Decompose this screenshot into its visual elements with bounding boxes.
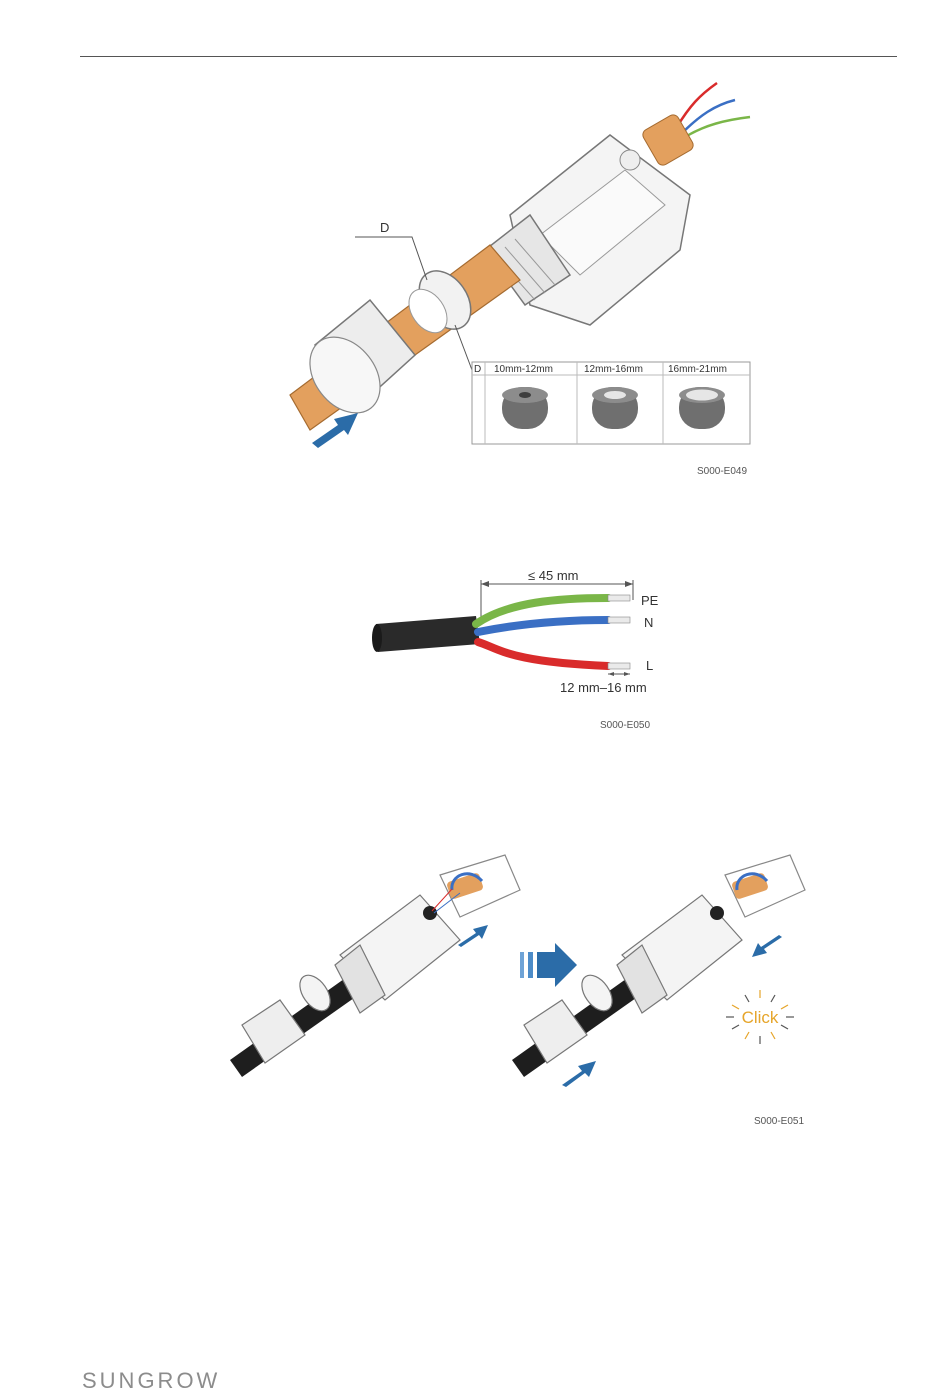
insert-arrow-left-icon [458,925,488,947]
next-step-arrow-icon [520,943,577,987]
figure-connector-assembly: Click [220,845,820,1095]
callout-d-label: D [380,220,389,235]
pe-conductor [608,595,630,601]
l-wire [478,642,608,666]
push-arrow-right-icon [752,935,782,957]
assembly-before [230,855,520,1077]
header-rule [80,56,897,57]
figure-cable-seal-selection: D D 10mm-12mm 12mm-16mm 16mm-21mm [280,75,760,485]
cable-end-top [641,113,696,168]
table-header-d: D [474,364,481,375]
click-burst-icon: Click [726,990,794,1044]
n-wire [478,620,608,632]
l-conductor [608,663,630,669]
seal-size-table: D 10mm-12mm 12mm-16mm 16mm-21mm [472,362,750,444]
figure1-id: S000-E049 [697,466,747,477]
figure2-id: S000-E050 [600,720,650,731]
figure3-illustration: Click [220,845,820,1095]
seal-10-12mm [502,387,548,429]
n-label: N [644,615,653,630]
figure1-illustration: D D 10mm-12mm 12mm-16mm 16mm-21mm [280,75,760,485]
pe-label: PE [641,593,659,608]
figure-wire-stripping: ≤ 45 mm PE N L 12 mm–16 mm [368,562,668,702]
strip-length-label: ≤ 45 mm [528,568,578,583]
seal-16-21mm [679,387,725,429]
l-label: L [646,658,653,673]
range-3-label: 16mm-21mm [668,364,727,375]
tighten-arrow-icon [562,1061,596,1087]
cable-sheath [376,616,480,652]
figure2-illustration: ≤ 45 mm PE N L 12 mm–16 mm [368,562,668,702]
figure3-id: S000-E051 [754,1116,804,1127]
range-2-label: 12mm-16mm [584,364,643,375]
range-1-label: 10mm-12mm [494,364,553,375]
click-label: Click [742,1008,779,1027]
conductor-strip-label: 12 mm–16 mm [560,680,647,695]
brand-logo: SUNGROW [82,1368,220,1394]
seal-12-16mm [592,387,638,429]
blue-wire [680,100,735,135]
n-conductor [608,617,630,623]
